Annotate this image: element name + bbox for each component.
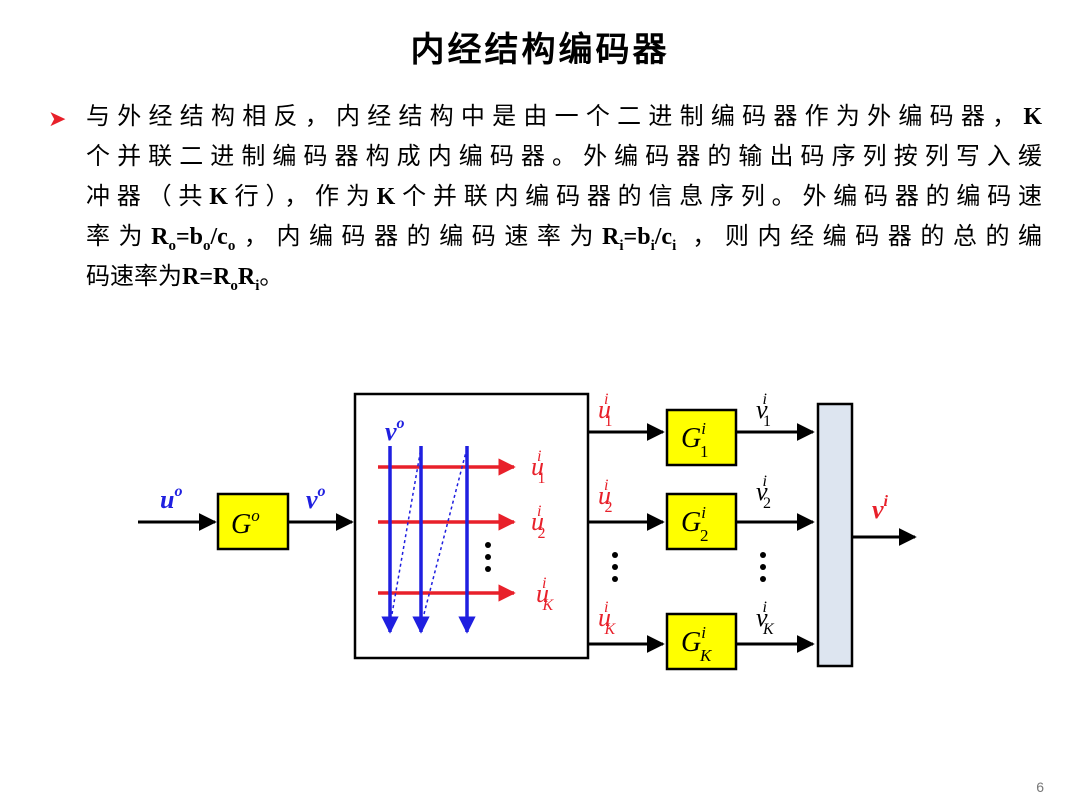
page-title: 内经结构编码器 <box>410 30 670 70</box>
paragraph-line-2: 个并联二进制编码器构成内编码器。外编码器的输出码序列按列写入缓 <box>86 142 1042 170</box>
inner-encoder-box-1 <box>665 408 738 467</box>
input-label: uo <box>160 483 182 514</box>
buffer-label: vo <box>385 415 405 446</box>
inner-input-ellipsis-icon <box>612 552 618 582</box>
outer-output-label: vo <box>306 483 326 514</box>
inner-encoder-box-k <box>665 612 738 671</box>
buffer-ellipsis-icon <box>485 542 491 572</box>
outer-encoder-label: Go <box>231 506 260 540</box>
buffer-wrap-dotted-1 <box>391 447 422 615</box>
paragraph-line-4: 率为Ro=bo/co，内编码器的编码速率为Ri=bi/ci ，则内经编码器的总的… <box>86 222 1042 254</box>
page-number: 6 <box>1036 779 1044 795</box>
paragraph-line-5: 码速率为R=RoRi。 <box>86 262 284 294</box>
buffer-wrap-dotted-2 <box>423 447 468 615</box>
multiplexer-box <box>816 402 854 668</box>
inner-output-ellipsis-icon <box>760 552 766 582</box>
buffer-box <box>353 392 590 660</box>
description-paragraph: 与外经结构相反，内经结构中是由一个二进制编码器作为外编码器，K 个并联二进制编码… <box>86 96 1042 296</box>
paragraph-line-1: 与外经结构相反，内经结构中是由一个二进制编码器作为外编码器，K <box>86 102 1042 130</box>
final-output-label: vi <box>872 493 889 524</box>
paragraph-line-3: 冲器（共K行），作为K个并联内编码器的信息序列。外编码器的编码速 <box>86 182 1042 210</box>
bullet-arrow-icon: ➤ <box>48 107 67 132</box>
